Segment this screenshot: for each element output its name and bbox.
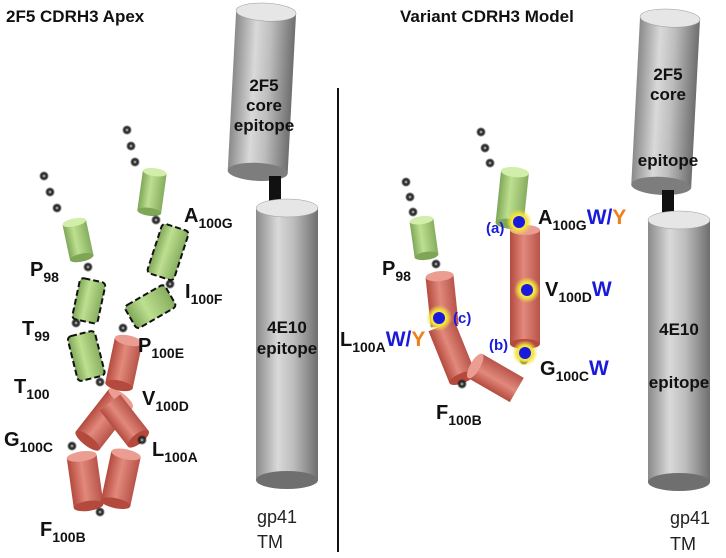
left-tm-label-1: gp41 — [257, 507, 297, 527]
left-t100-helix — [66, 330, 106, 382]
site-label-c: (c) — [453, 310, 471, 327]
left-label-l100a: L100A — [152, 439, 198, 465]
right-core-epitope-cylinder: 2F5 core epitope — [631, 8, 701, 195]
right-cdrh3-chain — [401, 127, 540, 403]
right-tm-label-2: TM — [670, 534, 696, 554]
right-core-label-2: core — [650, 85, 686, 104]
right-label-p98: P98 — [382, 258, 411, 284]
left-label-p98: P98 — [30, 259, 59, 285]
4e10-label-1: 4E10 — [267, 318, 307, 337]
site-v100d-dot — [521, 284, 533, 296]
right-f100b-helix — [466, 353, 524, 403]
right-label-l100a: L100AW/Y — [340, 328, 425, 355]
left-core-epitope-cylinder: 2F5 core epitope — [227, 2, 297, 182]
left-l100a-helix — [100, 448, 141, 510]
left-label-a100g: A100G — [184, 205, 233, 231]
left-g100c-helix — [66, 450, 104, 512]
core-label-3: epitope — [234, 116, 294, 135]
left-label-g100c: G100C — [4, 429, 53, 455]
left-label-t99: T99 — [22, 318, 50, 344]
right-label-v100d: V100DW — [545, 278, 612, 305]
site-b-dot — [519, 347, 531, 359]
right-core-label-3: epitope — [638, 151, 698, 170]
right-4e10-label-2: epitope — [649, 373, 709, 392]
left-t99-helix — [71, 277, 107, 325]
left-top-green-helix — [137, 167, 167, 217]
right-tm-label-1: gp41 — [670, 508, 710, 528]
4e10-label-2: epitope — [257, 339, 317, 358]
left-p98-helix — [62, 217, 94, 263]
core-label-1: 2F5 — [249, 76, 278, 95]
left-label-p100e: P100E — [138, 335, 184, 361]
site-a-dot — [513, 216, 525, 228]
left-tm-label-2: TM — [257, 532, 283, 552]
left-label-f100b: F100B — [40, 519, 86, 545]
left-label-t100: T100 — [14, 376, 50, 402]
core-label-2: core — [246, 96, 282, 115]
left-cdrh3-chain — [39, 125, 190, 517]
site-c-dot — [433, 312, 445, 324]
right-label-f100b: F100B — [436, 402, 482, 428]
left-i100f-helix — [124, 284, 177, 329]
site-label-b: (b) — [489, 337, 508, 354]
left-p100e-helix — [105, 334, 143, 392]
right-core-label-1: 2F5 — [653, 65, 682, 84]
left-4e10-epitope-cylinder: 4E10 epitope — [255, 198, 319, 489]
left-label-v100d: V100D — [142, 388, 189, 414]
right-4e10-epitope-cylinder: 4E10 epitope — [647, 210, 711, 491]
left-a100g-helix — [146, 222, 190, 282]
left-label-i100f: I100F — [185, 281, 223, 307]
right-p98-helix — [409, 215, 439, 261]
right-title: Variant CDRH3 Model — [400, 7, 574, 26]
right-4e10-label-1: 4E10 — [659, 320, 699, 339]
site-label-a: (a) — [486, 220, 504, 237]
right-label-g100c: G100CW — [540, 357, 609, 384]
right-label-a100g: A100GW/Y — [538, 206, 626, 233]
left-title: 2F5 CDRH3 Apex — [6, 7, 145, 26]
